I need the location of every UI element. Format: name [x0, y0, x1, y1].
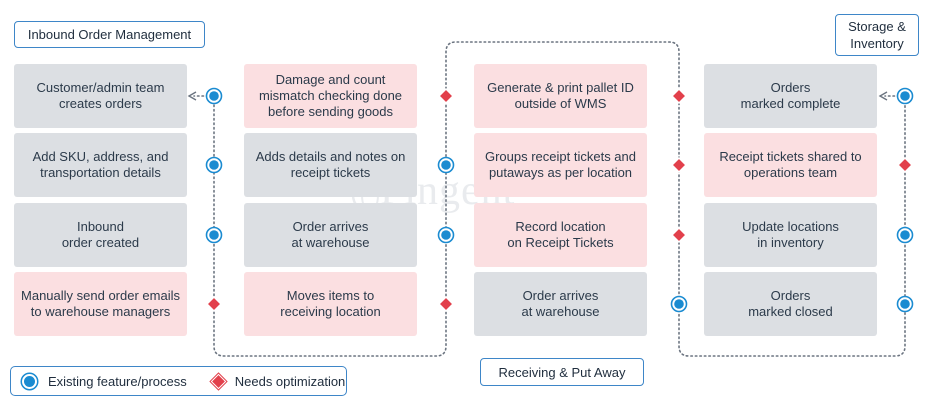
existing-marker-dot	[209, 160, 219, 170]
process-card: Generate & print pallet ID outside of WM…	[474, 64, 647, 128]
optimization-marker-icon	[670, 156, 688, 174]
optimization-marker-icon	[670, 226, 688, 244]
process-card: Orders marked closed	[704, 272, 877, 336]
serpentine-connector	[213, 41, 906, 357]
process-card: Moves items to receiving location	[244, 272, 417, 336]
phase-label-inbound: Inbound Order Management	[14, 21, 205, 48]
process-card: Record location on Receipt Tickets	[474, 203, 647, 267]
process-card-text: Groups receipt tickets and putaways as p…	[484, 149, 637, 180]
process-card: Orders marked complete	[704, 64, 877, 128]
existing-marker-dot	[209, 91, 219, 101]
existing-marker-dot	[900, 230, 910, 240]
process-card-text: Inbound order created	[61, 219, 140, 250]
process-card: Order arrives at warehouse	[244, 203, 417, 267]
process-card: Add SKU, address, and transportation det…	[14, 133, 187, 197]
process-card: Update locations in inventory	[704, 203, 877, 267]
process-card: Customer/admin team creates orders	[14, 64, 187, 128]
existing-marker-dot	[674, 299, 684, 309]
optimization-marker-icon	[896, 156, 914, 174]
process-card-text: Add SKU, address, and transportation det…	[32, 149, 169, 180]
optimization-marker-icon	[437, 295, 455, 313]
phase-label-receiving-text: Receiving & Put Away	[498, 364, 626, 380]
process-card: Inbound order created	[14, 203, 187, 267]
process-card: Adds details and notes on receipt ticket…	[244, 133, 417, 197]
arrow-head-start-icon	[187, 91, 197, 101]
process-card: Order arrives at warehouse	[474, 272, 647, 336]
process-card-text: Manually send order emails to warehouse …	[21, 288, 180, 319]
existing-marker-dot	[441, 160, 451, 170]
phase-label-receiving: Receiving & Put Away	[480, 358, 644, 386]
legend-optimization-label: Needs optimization	[234, 373, 346, 389]
process-card-text: Receipt tickets shared to operations tea…	[719, 149, 862, 180]
existing-marker-dot	[900, 91, 910, 101]
process-card-text: Record location on Receipt Tickets	[507, 219, 614, 250]
arrow-head-end-icon	[878, 91, 888, 101]
process-card-text: Moves items to receiving location	[280, 288, 381, 319]
process-card-text: Damage and count mismatch checking done …	[258, 72, 403, 119]
existing-marker-dot	[441, 230, 451, 240]
optimization-marker-icon	[210, 373, 227, 389]
optimization-marker-icon	[205, 295, 223, 313]
existing-marker-icon	[22, 373, 37, 389]
process-card-text: Generate & print pallet ID outside of WM…	[487, 80, 634, 111]
phase-label-storage-text: Storage & Inventory	[848, 19, 906, 51]
existing-marker-dot	[900, 299, 910, 309]
existing-marker-dot	[209, 230, 219, 240]
process-card-text: Adds details and notes on receipt ticket…	[255, 149, 406, 180]
process-card-text: Orders marked closed	[748, 288, 833, 319]
process-card-text: Customer/admin team creates orders	[36, 80, 165, 111]
process-card: Damage and count mismatch checking done …	[244, 64, 417, 128]
process-card: Manually send order emails to warehouse …	[14, 272, 187, 336]
optimization-marker-icon	[437, 87, 455, 105]
legend-existing-label: Existing feature/process	[48, 373, 187, 389]
process-card-text: Orders marked complete	[740, 80, 841, 111]
phase-label-inbound-text: Inbound Order Management	[27, 27, 192, 42]
optimization-marker-icon	[670, 87, 688, 105]
phase-label-storage: Storage & Inventory	[835, 14, 919, 56]
legend: Existing feature/process Needs optimizat…	[10, 366, 347, 396]
process-card-text: Order arrives at warehouse	[521, 288, 600, 319]
process-card: Groups receipt tickets and putaways as p…	[474, 133, 647, 197]
process-card: Receipt tickets shared to operations tea…	[704, 133, 877, 197]
process-card-text: Update locations in inventory	[742, 219, 839, 250]
process-card-text: Order arrives at warehouse	[291, 219, 370, 250]
